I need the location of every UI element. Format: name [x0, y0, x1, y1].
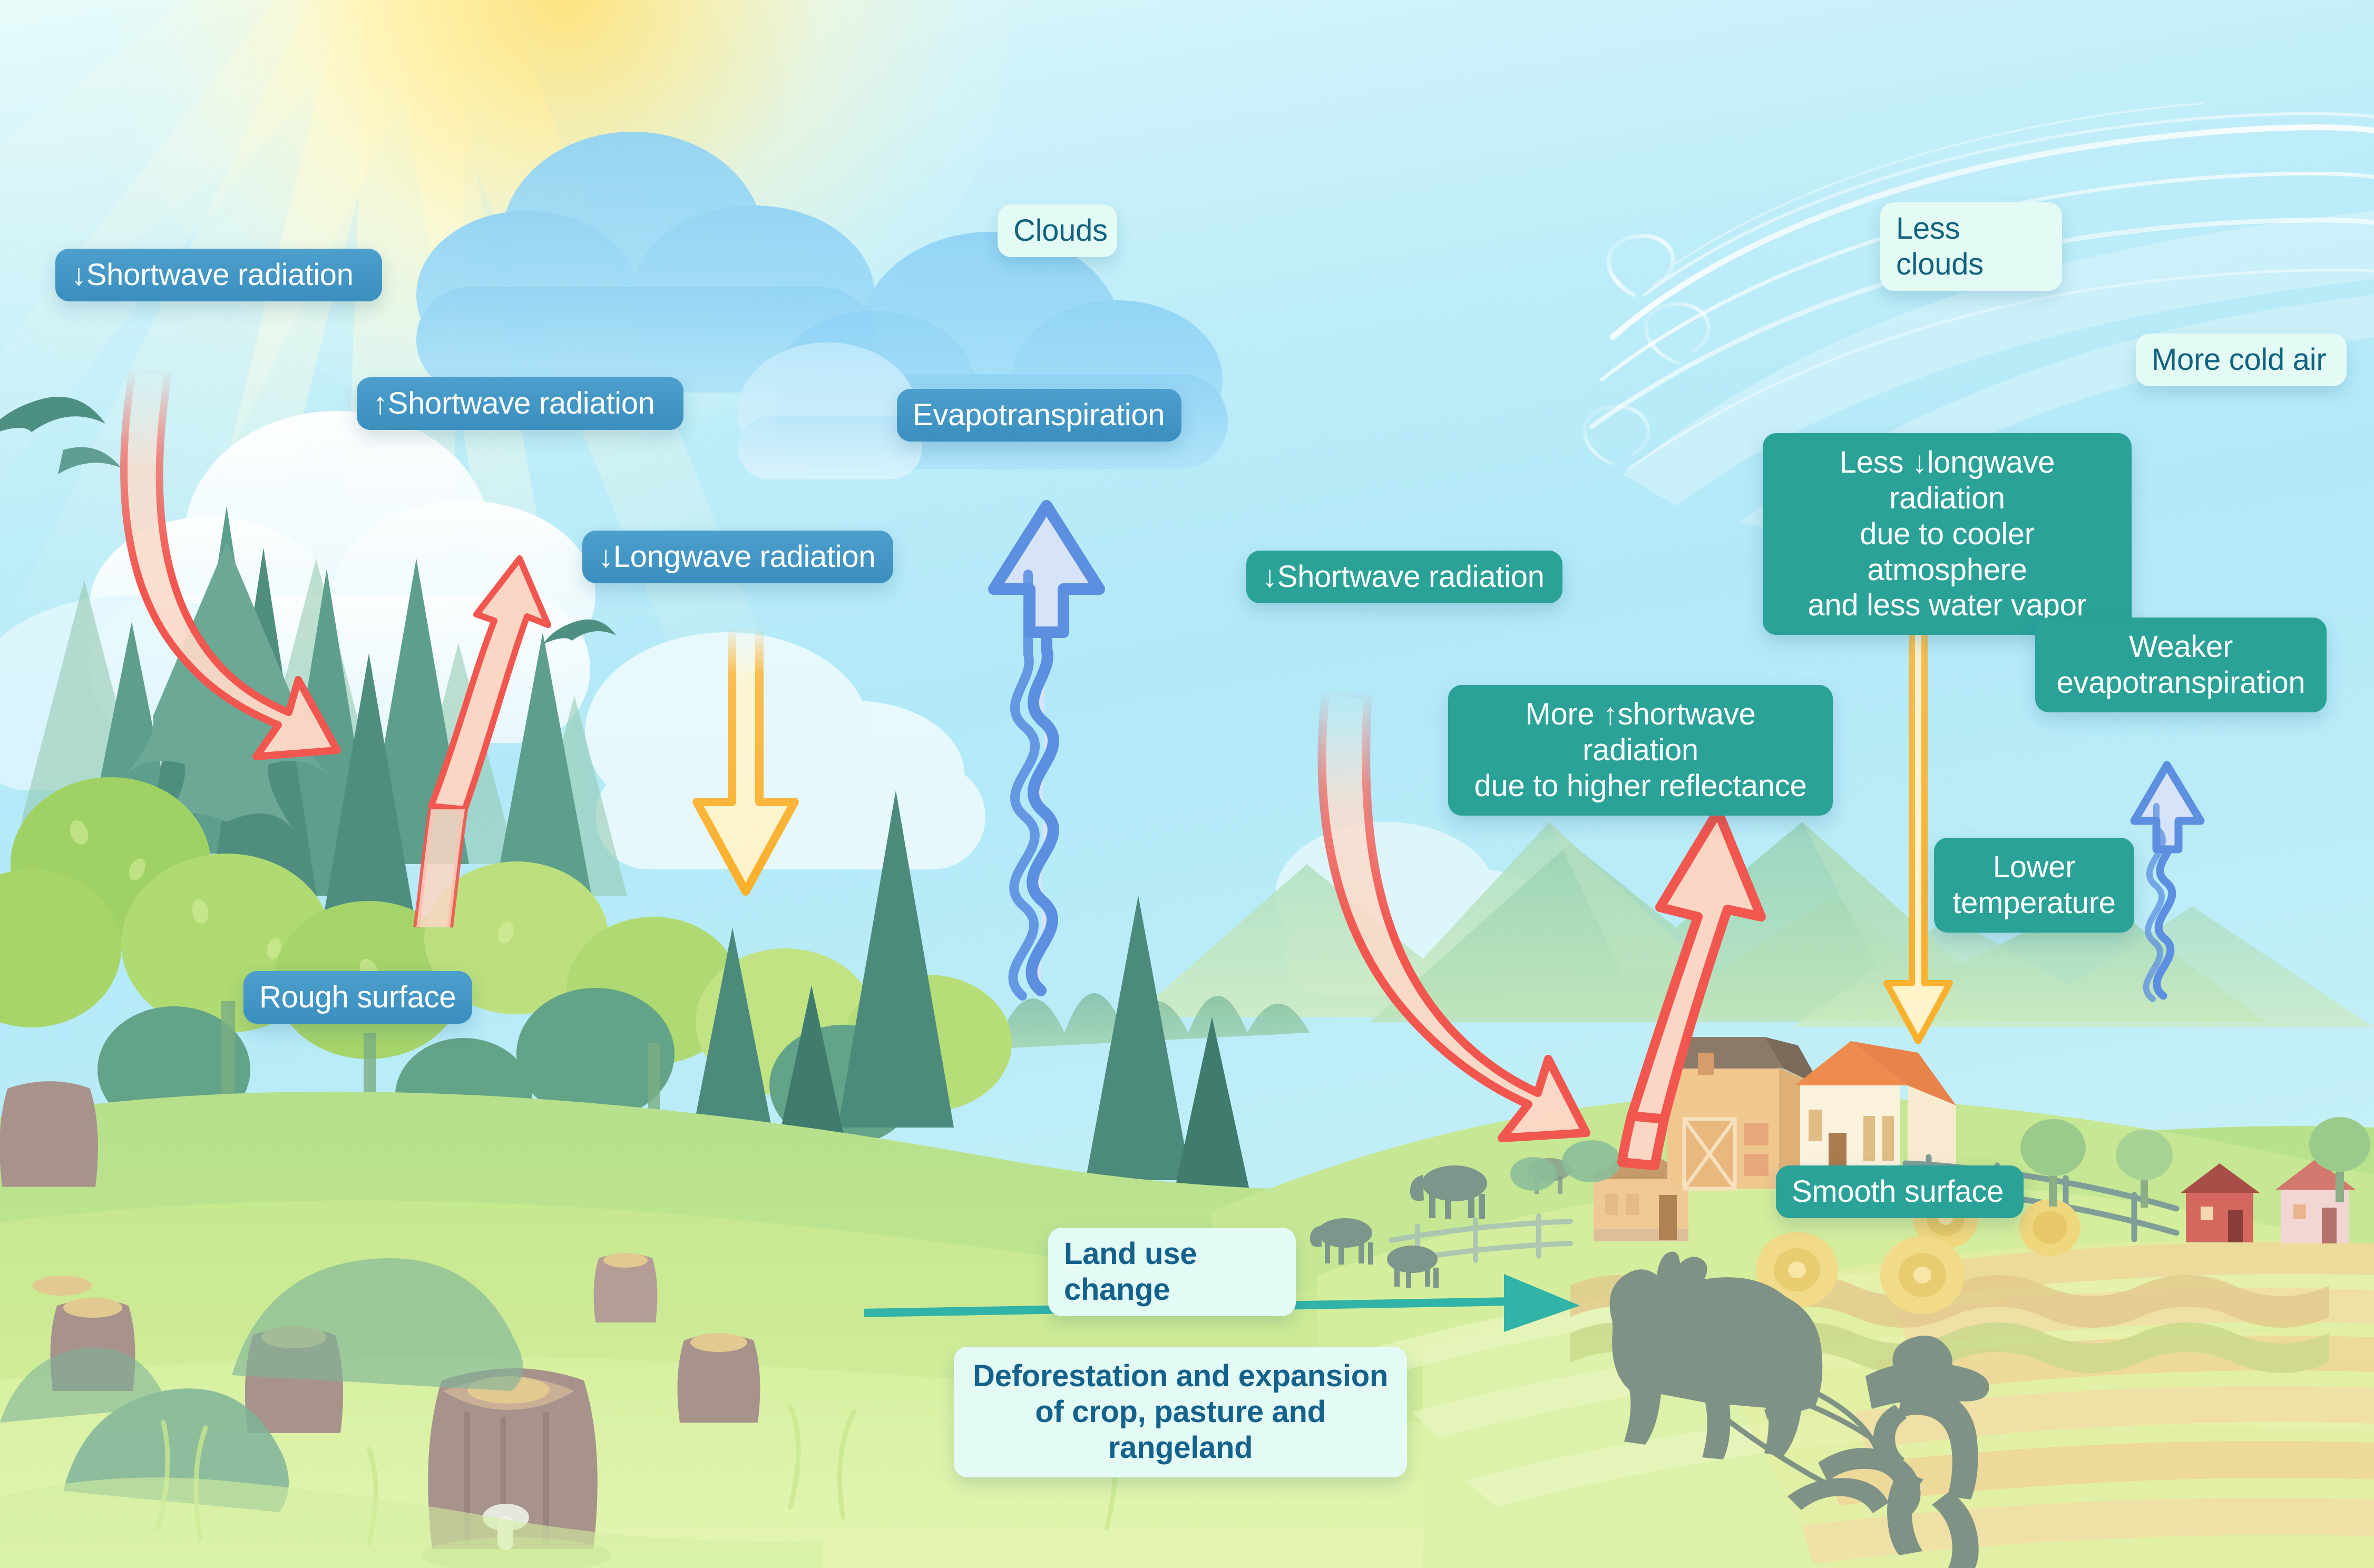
- cloud-cumulus-small-left: [738, 342, 922, 479]
- cow: [1387, 1246, 1439, 1288]
- longwave-down-arrow-forest: [692, 623, 799, 896]
- incoming-shortwave-arrow-crop: [1317, 686, 1590, 1142]
- label-shortwave-up-forest[interactable]: ↑Shortwave radiation: [357, 377, 683, 430]
- tree-round: [2309, 1117, 2370, 1202]
- foreground-conifers: [685, 790, 1191, 1180]
- label-weaker-evapotranspiration[interactable]: Weaker evapotranspiration: [2035, 618, 2327, 712]
- ploughing-scene: [1609, 1251, 1989, 1568]
- label-shortwave-down-forest[interactable]: ↓Shortwave radiation: [55, 249, 382, 301]
- hay-bale: [1756, 1232, 1838, 1308]
- bush-group: [0, 1258, 523, 1512]
- label-less-longwave-down-crop[interactable]: Less ↓longwave radiation due to cooler a…: [1763, 433, 2132, 635]
- barn: [1663, 1037, 1821, 1191]
- label-evapotranspiration[interactable]: Evapotranspiration: [897, 389, 1181, 442]
- label-more-shortwave-up-crop[interactable]: More ↑shortwave radiation due to higher …: [1448, 685, 1833, 816]
- foreground-grass: [0, 1477, 822, 1568]
- label-longwave-down-forest[interactable]: ↓Longwave radiation: [582, 531, 893, 583]
- hay-bale: [2019, 1199, 2080, 1256]
- evapotranspiration-arrow-crop: [2130, 761, 2205, 1002]
- house-red: [2181, 1163, 2260, 1242]
- wind-streak-group: [1582, 102, 2374, 471]
- tree-stump: [0, 1081, 98, 1296]
- incoming-shortwave-arrow-forest: [120, 365, 341, 760]
- hay-bale: [1880, 1236, 1965, 1314]
- evapotranspiration-arrow-forest: [988, 500, 1105, 1001]
- tree-round: [2116, 1130, 2173, 1208]
- farmer: [1865, 1335, 1989, 1568]
- reflected-shortwave-arrow-forest: [413, 555, 551, 928]
- label-more-cold-air[interactable]: More cold air: [2136, 334, 2347, 386]
- reflected-shortwave-arrow-crop: [1617, 807, 1766, 1170]
- label-less-clouds[interactable]: Less clouds: [1880, 202, 2062, 291]
- ox: [1609, 1251, 1823, 1459]
- label-deforestation-caption[interactable]: Deforestation and expansion of crop, pas…: [954, 1347, 1407, 1477]
- bird-group: [0, 397, 616, 644]
- forest-left: [0, 506, 1254, 1212]
- tree-stump: [593, 1253, 658, 1322]
- tree-round: [2020, 1119, 2086, 1207]
- label-shortwave-down-crop[interactable]: ↓Shortwave radiation: [1246, 551, 1562, 603]
- cow: [1310, 1218, 1373, 1265]
- right-trees: [1510, 1117, 2370, 1208]
- label-land-use-change[interactable]: Land use change: [1048, 1228, 1296, 1316]
- tree-stump: [677, 1333, 760, 1423]
- label-clouds[interactable]: Clouds: [998, 204, 1117, 257]
- shrub: [1510, 1140, 1621, 1191]
- label-rough-surface[interactable]: Rough surface: [243, 971, 472, 1024]
- cow-group: [1310, 1158, 1571, 1288]
- label-lower-temperature[interactable]: Lower temperature: [1934, 838, 2134, 933]
- cow: [1410, 1165, 1487, 1219]
- label-smooth-surface[interactable]: Smooth surface: [1776, 1165, 2024, 1218]
